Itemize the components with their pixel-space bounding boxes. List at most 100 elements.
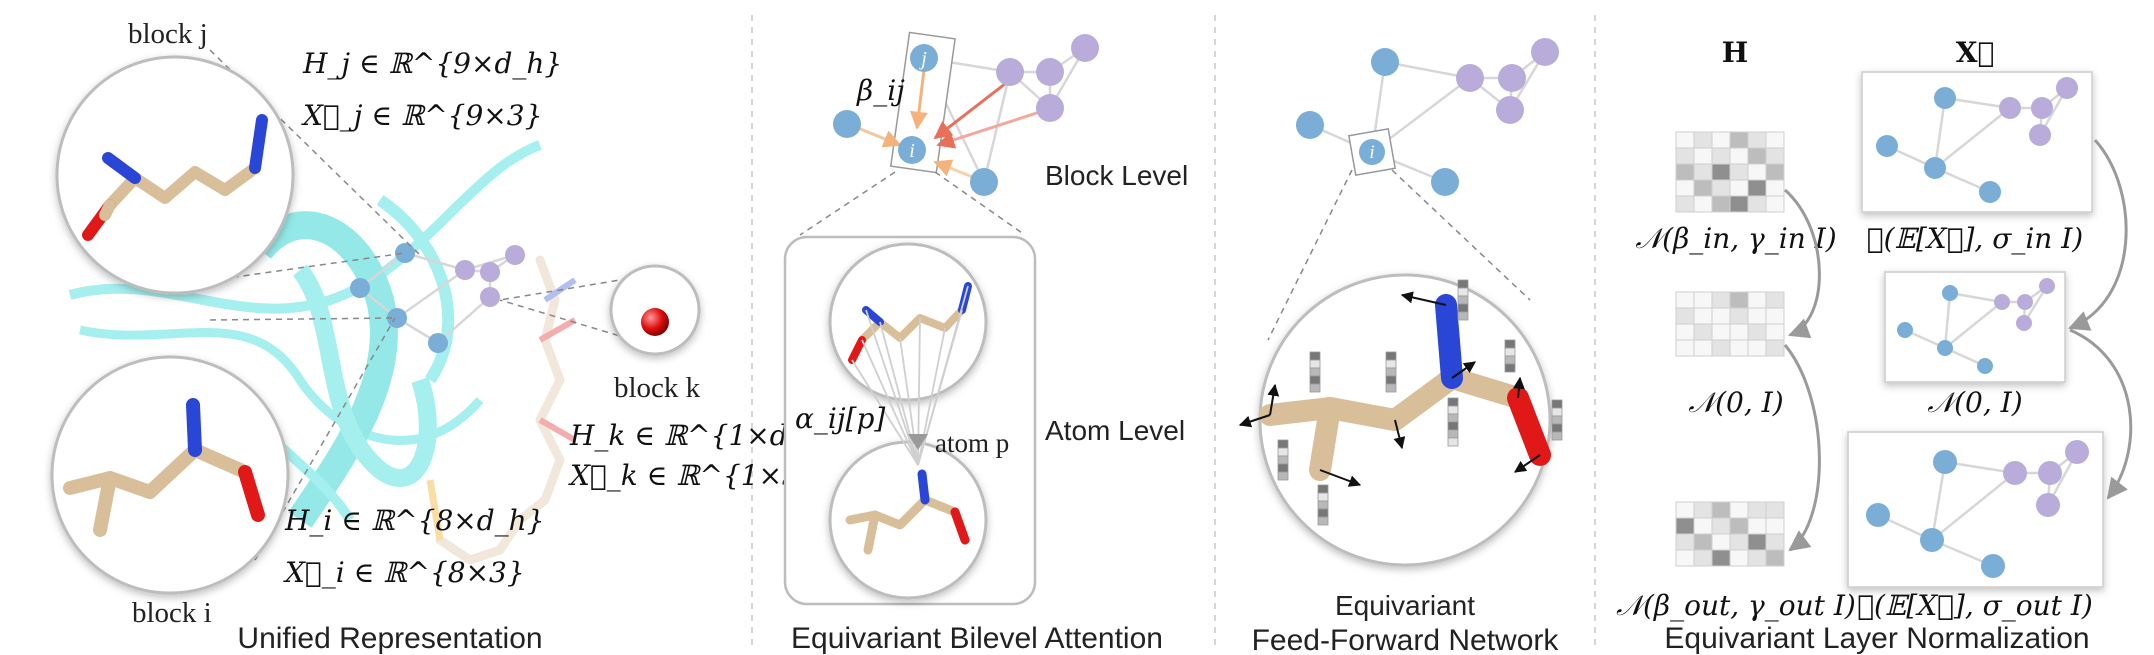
label-atom-level: Atom Level — [1045, 415, 1185, 446]
panel-unified-representation: block j block i block k H_j ∈ ℝ^{9×d_h} … — [50, 18, 838, 655]
panel-title-attention: Equivariant Bilevel Attention — [791, 622, 1163, 655]
dist-H-mid: 𝒩(0, I) — [1688, 386, 1783, 419]
ffn-node-i — [1359, 139, 1385, 165]
feature-cell — [1729, 323, 1749, 341]
ffn-node-atom — [1498, 64, 1526, 92]
col-header-H: H — [1722, 36, 1748, 69]
graph-node-block-j — [395, 243, 415, 263]
feature-cell — [1747, 179, 1767, 197]
attn-node-j-label: j — [918, 48, 927, 70]
feature-cell — [1765, 179, 1785, 197]
feature-bar-cell — [1457, 311, 1469, 321]
feature-bar-cell — [1317, 500, 1329, 510]
feature-cell — [1693, 131, 1713, 149]
feature-bar-cell — [1504, 347, 1516, 357]
ffn-node-atom — [1531, 38, 1559, 66]
feature-cell — [1747, 501, 1767, 519]
flow-arrow-X-normalize — [2068, 138, 2128, 331]
ffn-node-block — [1371, 48, 1399, 76]
feature-cell — [1747, 517, 1767, 535]
feature-cell — [1693, 501, 1713, 519]
feature-bar-cell — [1317, 484, 1329, 494]
feature-bar-cell — [1447, 421, 1459, 431]
feature-bar-cell — [1457, 279, 1469, 289]
feature-cell — [1729, 501, 1749, 519]
feature-cell — [1729, 517, 1749, 535]
feature-cell — [1711, 131, 1731, 149]
attn-node-atom — [1036, 94, 1064, 122]
feature-cell — [1765, 501, 1785, 519]
feature-bar-cell — [1385, 375, 1397, 385]
feature-cell — [1675, 163, 1695, 181]
graph-node-atom — [480, 287, 500, 307]
flow-arrow-H-rescale — [1783, 344, 1821, 552]
dist-X-in: 𝒩(𝔼[X⃗], σ_in I) — [1867, 222, 2083, 255]
feature-bar-cell — [1309, 383, 1321, 393]
math-X-i: X⃗_i ∈ ℝ^{8×3} — [283, 556, 525, 589]
feature-cell — [1675, 147, 1695, 165]
feature-cell — [1747, 533, 1767, 551]
ffn-node-atom — [1456, 64, 1484, 92]
feature-cell — [1693, 147, 1713, 165]
feature-cell — [1729, 339, 1749, 357]
feature-cell — [1729, 307, 1749, 325]
feature-bar-cell — [1551, 423, 1563, 433]
feature-grid-mid — [1675, 291, 1785, 357]
label-block-level: Block Level — [1045, 160, 1188, 191]
feature-bar-cell — [1309, 351, 1321, 361]
coord-graph-in — [1861, 71, 2093, 213]
feature-cell — [1747, 195, 1767, 213]
feature-cell — [1711, 339, 1731, 357]
flow-arrow-H-normalize — [1784, 188, 1821, 339]
feature-bar-cell — [1317, 492, 1329, 502]
dist-X-mid: 𝒩(0, I) — [1927, 386, 2022, 419]
dist-X-out: 𝒩(𝔼[X⃗], σ_out I) — [1857, 589, 2093, 622]
math-H-i: H_i ∈ ℝ^{8×d_h} — [284, 504, 545, 537]
feature-cell — [1711, 533, 1731, 551]
dist-H-out: 𝒩(β_out, γ_out I) — [1616, 589, 1856, 622]
graph-node-atom — [505, 245, 525, 265]
graph-node-block-i — [387, 308, 407, 328]
feature-cell — [1675, 307, 1695, 325]
feature-cell — [1765, 307, 1785, 325]
feature-cell — [1765, 323, 1785, 341]
feature-bar-cell — [1447, 437, 1459, 447]
attn-node-j — [910, 44, 938, 72]
feature-bar-cell — [1504, 339, 1516, 349]
feature-cell — [1675, 339, 1695, 357]
attn-node-atom — [1036, 58, 1064, 86]
dist-H-in: 𝒩(β_in, γ_in I) — [1635, 222, 1836, 255]
feature-cell — [1675, 501, 1695, 519]
ffn-feature-bars — [1277, 279, 1563, 526]
block-k-atom — [641, 308, 669, 336]
label-block-k: block k — [614, 372, 701, 404]
feature-cell — [1765, 339, 1785, 357]
label-block-i: block i — [132, 597, 212, 629]
feature-cell — [1675, 323, 1695, 341]
coord-graph-in-content — [1876, 77, 2078, 203]
feature-cell — [1693, 533, 1713, 551]
ffn-node-i-label: i — [1369, 142, 1374, 163]
panel-bilevel-attention: j i β_ij Block Level — [783, 31, 1188, 655]
feature-bar-cell — [1447, 397, 1459, 407]
panel-title-ffn-line1: Equivariant — [1335, 590, 1475, 621]
feature-bar-cell — [1447, 413, 1459, 423]
feature-cell — [1711, 323, 1731, 341]
col-header-X: X⃗ — [1956, 36, 1995, 69]
feature-cell — [1675, 195, 1695, 213]
panel-title-layernorm: Equivariant Layer Normalization — [1664, 622, 2089, 655]
feature-cell — [1711, 307, 1731, 325]
feature-bar-cell — [1447, 405, 1459, 415]
feature-cell — [1711, 163, 1731, 181]
block-i-residue — [63, 398, 265, 537]
attention-arrow-weak — [936, 108, 1047, 149]
feature-bar-cell — [1277, 447, 1289, 457]
feature-cell — [1711, 147, 1731, 165]
feature-cell — [1711, 291, 1731, 309]
math-alpha-ij-p: α_ij[p] — [795, 402, 885, 435]
feature-grid-out — [1675, 501, 1785, 567]
panel-ffn: i Equivariant Feed-Forward Network — [1238, 38, 1563, 655]
math-X-j: X⃗_j ∈ ℝ^{9×3} — [301, 99, 542, 132]
ffn-node-block — [1431, 168, 1459, 196]
